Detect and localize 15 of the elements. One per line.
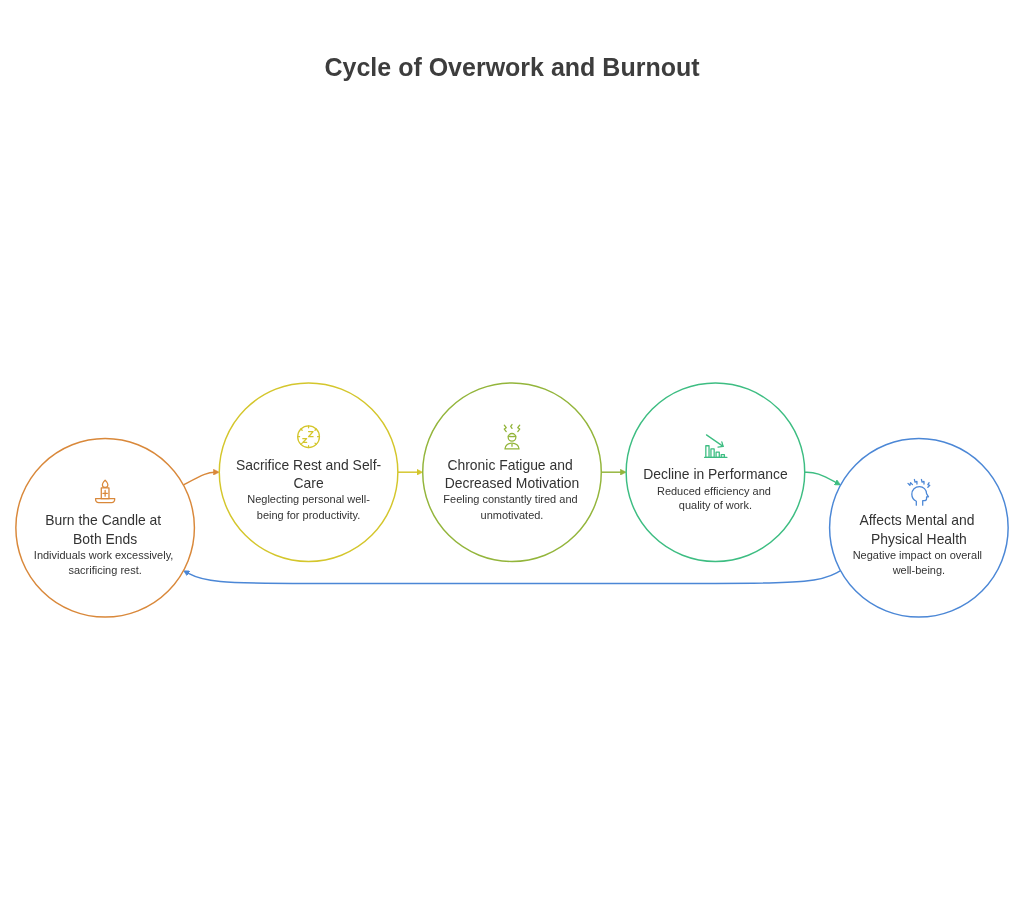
cycle-arrow (804, 471, 841, 486)
step-description: Neglecting personal well-being for productivity. (247, 493, 370, 521)
step-heading: Burn the Candle at Both Ends (45, 512, 163, 547)
step-description: Negative impact on overall well-being. (852, 548, 983, 577)
diagram-title: Cycle of Overwork and Burnout (324, 52, 700, 82)
step-heading: Decline in Performance (643, 466, 788, 482)
step-heading: Chronic Fatigue and Decreased Motivation (444, 457, 580, 491)
cycle-arrow (183, 569, 842, 585)
step-heading: Affects Mental and Physical Health (859, 512, 976, 547)
step-description: Feeling constantly tired and unmotivated. (443, 493, 579, 521)
cycle-arrow (182, 468, 220, 486)
step-heading: Sacrifice Rest and Self-Care (235, 457, 382, 491)
step-description: Individuals work excessively, sacrificing rest. (33, 548, 175, 577)
step-description: Reduced efficiency and quality of work. (656, 484, 772, 512)
cycle-arrow (397, 468, 423, 476)
